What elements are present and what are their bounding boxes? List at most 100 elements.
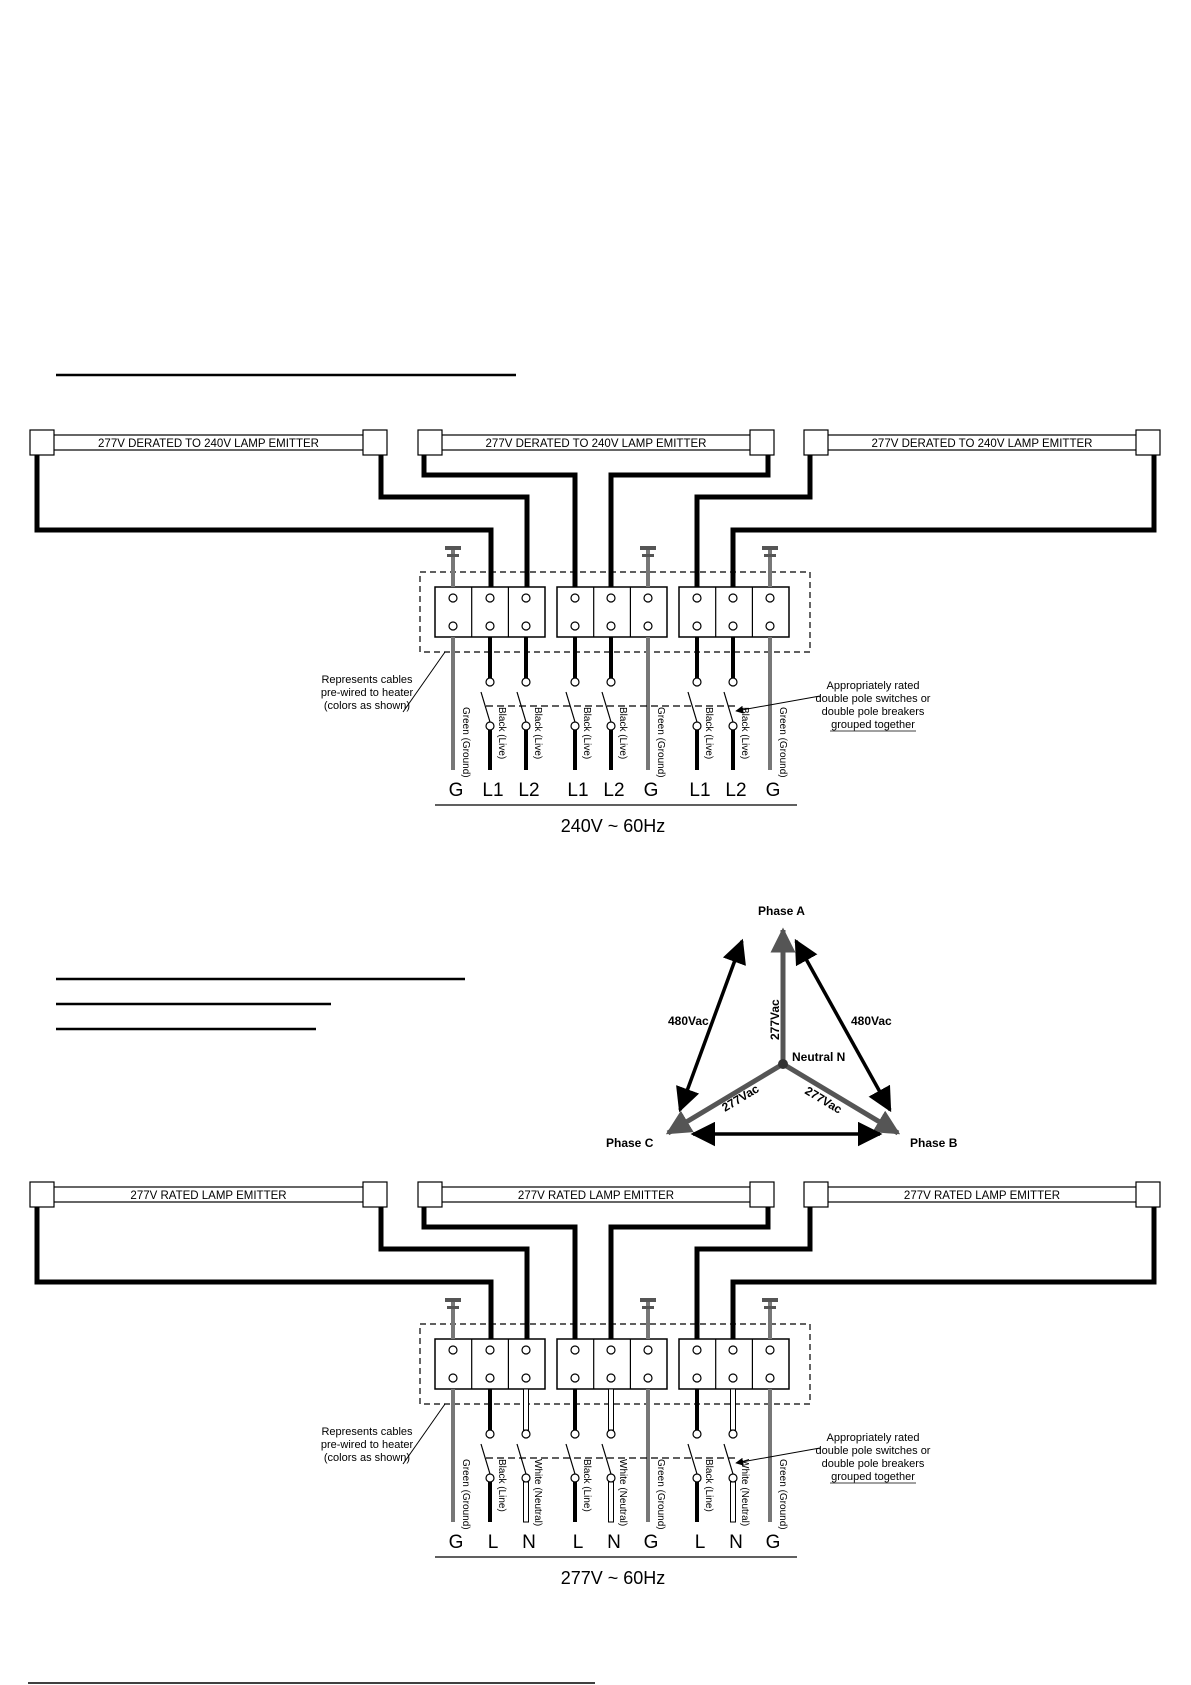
switch-contact [485,1473,495,1483]
line-to-neutral-c-label: 277Vac [719,1081,761,1114]
wire-color-label: Black (Line) [703,1459,714,1512]
switch-blade [601,1443,612,1475]
supply-terminal-label: L2 [603,780,624,801]
lamp-feed-wire [694,1207,813,1339]
switch-contact [606,721,616,731]
switch-contact [570,1473,580,1483]
diagram-277v: 277V RATED LAMP EMITTER 277V RATED LAMP E… [29,1181,1161,1588]
terminal-screw [728,593,738,603]
lamp-emitter-label: 277V DERATED TO 240V LAMP EMITTER [98,438,319,450]
cables-note-line: Represents cables [321,674,413,686]
switch-contact [485,1429,495,1439]
switch-contact [606,1429,616,1439]
neutral-wire [730,1388,736,1431]
terminal-screw [728,1373,738,1383]
terminal-screw [448,621,458,631]
lamp-emitter-label: 277V RATED LAMP EMITTER [518,1190,674,1202]
switch-contact [570,1429,580,1439]
wire-color-label: Green (Ground) [777,707,788,778]
terminal-screw [765,1345,775,1355]
lamp-emitter-label: 277V RATED LAMP EMITTER [904,1190,1060,1202]
terminal-screw [643,1345,653,1355]
lamp-feed-wire [34,455,494,587]
wire-color-label: Green (Ground) [460,707,471,778]
terminal-screw [485,593,495,603]
terminal-screw [521,1373,531,1383]
ground-stud-nut [764,554,776,557]
terminal-screw [606,621,616,631]
terminal-screw [643,593,653,603]
ground-stud-nut [642,554,654,557]
terminal-screw [692,593,702,603]
lamp-end-cap [29,429,55,456]
lamp-end-cap [417,1181,443,1208]
lamp-end-cap [362,429,388,456]
wire-color-label: Black (Live) [617,707,628,759]
lamp-end-cap [362,1181,388,1208]
switch-contact [521,1473,531,1483]
supply-voltage: 240V ~ 60Hz [561,816,666,836]
switches-note-line: grouped together [831,719,915,731]
supply-terminal-label: L1 [689,780,710,801]
ground-stud-nut [642,1306,654,1309]
lamp-end-cap [1135,1181,1161,1208]
lamp-emitter-label: 277V RATED LAMP EMITTER [130,1190,286,1202]
lamp-emitter-label: 277V DERATED TO 240V LAMP EMITTER [486,438,707,450]
switch-blade [480,1443,491,1475]
wire-color-label: Black (Live) [739,707,750,759]
switches-note-line: Appropriately rated [827,680,920,692]
wire-color-label: White (Neutral) [617,1459,628,1526]
line-to-line-left-label: 480Vac [668,1014,709,1028]
wire-color-label: Black (Live) [496,707,507,759]
switch-blade [723,691,734,723]
switch-contact [728,1473,738,1483]
supply-terminal-label: G [766,1532,781,1553]
wire-color-label: Black (Line) [496,1459,507,1512]
supply-terminal-label: L [488,1532,499,1553]
phase-b-vector [781,1061,901,1136]
line-to-neutral-a-label: 277Vac [768,999,782,1040]
phase-b-label: Phase B [910,1136,958,1150]
terminal-screw [570,1345,580,1355]
supply-terminal-label: G [449,1532,464,1553]
cables-note-line: (colors as shown) [324,700,410,712]
supply-terminal-label: L2 [518,780,539,801]
ground-stud-nut [640,546,656,550]
neutral-point [778,1059,788,1069]
cables-note-line: (colors as shown) [324,1452,410,1464]
terminal-screw [606,593,616,603]
supply-terminal-label: G [449,780,464,801]
wire-color-label: White (Neutral) [739,1459,750,1526]
switches-note-line: double pole switches or [816,693,931,705]
diagram-240v: 277V DERATED TO 240V LAMP EMITTER 277V DE… [29,429,1161,836]
lamp-end-cap [749,429,775,456]
terminal-screw [643,1373,653,1383]
switch-contact [606,1473,616,1483]
lamp-end-cap [29,1181,55,1208]
switches-note-line: grouped together [831,1471,915,1483]
lamp-feed-wire [378,1207,530,1339]
terminal-screw [521,1345,531,1355]
lamp-feed-wire [608,1207,771,1339]
terminal-screw [692,621,702,631]
switch-blade [480,691,491,723]
cables-note-line: Represents cables [321,1426,413,1438]
lamp-feed-wire [34,1207,494,1339]
switch-contact [521,677,531,687]
ground-stud-nut [447,554,459,557]
terminal-screw [728,621,738,631]
supply-terminal-label: L2 [725,780,746,801]
terminal-screw [765,593,775,603]
neutral-wire [523,1388,529,1431]
wire-color-label: Green (Ground) [777,1459,788,1530]
phase-a-label: Phase A [758,904,805,918]
terminal-screw [485,621,495,631]
three-phase-diagram: Phase A Phase B Phase C Neutral N 480Vac… [606,904,958,1150]
lamp-end-cap [803,1181,829,1208]
supply-terminal-label: L [695,1532,706,1553]
wire-color-label: Black (Live) [581,707,592,759]
terminal-screw [692,1373,702,1383]
switches-note-line: double pole breakers [822,706,925,718]
cables-note-line: pre-wired to heater [321,1439,414,1451]
